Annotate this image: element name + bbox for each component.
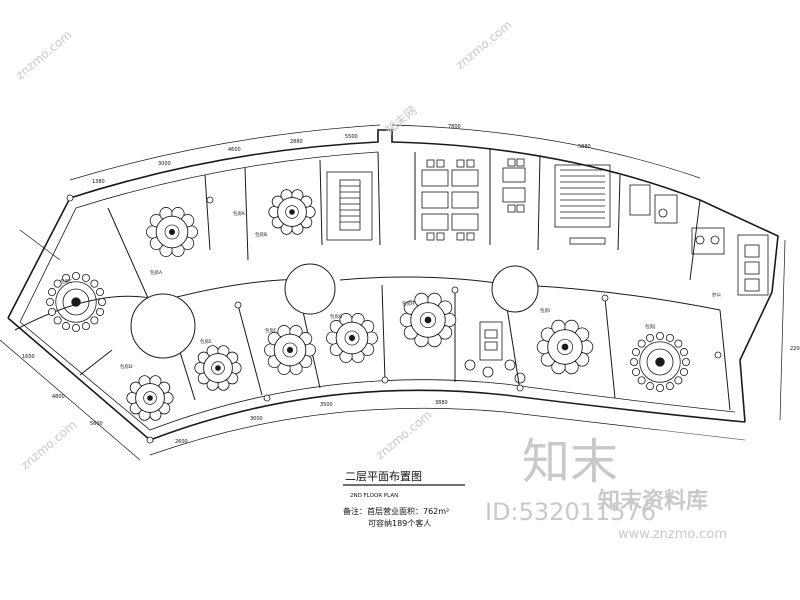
svg-text:知末网: 知末网 bbox=[383, 103, 420, 137]
svg-text:7800: 7800 bbox=[448, 124, 461, 130]
ring-tables bbox=[46, 271, 691, 392]
svg-text:3000: 3000 bbox=[250, 416, 263, 422]
column bbox=[601, 294, 609, 302]
banquet-tables bbox=[126, 189, 594, 421]
svg-text:3880: 3880 bbox=[435, 400, 448, 406]
watermark-id: ID:532011576 bbox=[485, 498, 656, 526]
interior-walls bbox=[14, 148, 731, 411]
dining-tables-4seat bbox=[421, 158, 526, 241]
atrium-circle bbox=[130, 293, 196, 359]
column bbox=[263, 394, 271, 402]
room-labels: 包房A 包房B 包房C 包房D 包房E 包房F 包房G 包房H 包房I 包房J … bbox=[60, 210, 721, 370]
banquet-table bbox=[264, 325, 316, 375]
svg-text:包房H: 包房H bbox=[402, 300, 414, 307]
svg-text:5500: 5500 bbox=[345, 134, 358, 140]
ring-table bbox=[46, 271, 107, 332]
watermark-logo-text: 知末 bbox=[522, 434, 618, 490]
building-outline bbox=[7, 129, 779, 441]
svg-text:2200: 2200 bbox=[790, 346, 800, 352]
svg-text:包房F: 包房F bbox=[265, 327, 277, 334]
svg-text:4800: 4800 bbox=[52, 394, 65, 400]
drawing-note-2: 可容纳189个客人 bbox=[368, 518, 431, 528]
service-counter bbox=[464, 321, 526, 384]
banquet-table bbox=[326, 313, 378, 363]
banquet-table bbox=[399, 292, 457, 348]
svg-text:包房I: 包房I bbox=[540, 307, 550, 314]
svg-text:包房E: 包房E bbox=[200, 338, 212, 345]
drawing-subtitle: 2ND FLOOR PLAN bbox=[350, 493, 398, 499]
banquet-table bbox=[146, 207, 198, 257]
drawing-note-1: 备注：首层营业面积：762m² bbox=[343, 506, 449, 516]
column bbox=[381, 376, 389, 384]
atrium-circle bbox=[284, 263, 336, 315]
svg-text:包房J: 包房J bbox=[645, 323, 655, 330]
drawing-title: 二层平面布置图 bbox=[345, 470, 422, 483]
atrium-circle bbox=[491, 265, 539, 313]
banquet-table bbox=[536, 319, 594, 375]
dimension-lines bbox=[0, 124, 786, 461]
watermark-brand-name: 知末资料库 bbox=[598, 488, 708, 514]
svg-text:5880: 5880 bbox=[578, 144, 591, 150]
column bbox=[66, 194, 74, 202]
svg-text:包房C: 包房C bbox=[60, 278, 72, 285]
svg-text:5600: 5600 bbox=[90, 421, 103, 427]
watermark-backdrop bbox=[470, 430, 800, 600]
stair-left bbox=[326, 171, 373, 241]
svg-text:znzmo.com: znzmo.com bbox=[453, 18, 514, 73]
dimension-text: 1380 3000 4600 2880 5500 7800 5880 1600 … bbox=[22, 124, 800, 445]
banquet-table bbox=[126, 375, 174, 421]
column bbox=[234, 301, 242, 309]
column bbox=[146, 436, 154, 444]
banquet-table bbox=[268, 189, 316, 235]
svg-text:2880: 2880 bbox=[290, 139, 303, 145]
svg-text:3500: 3500 bbox=[320, 402, 333, 408]
round-atriums bbox=[130, 263, 539, 359]
stair-right bbox=[554, 164, 611, 245]
svg-text:znzmo.com: znzmo.com bbox=[18, 418, 79, 473]
svg-text:1600: 1600 bbox=[22, 354, 35, 360]
column bbox=[714, 351, 722, 359]
svg-text:1380: 1380 bbox=[92, 179, 105, 185]
restroom-block bbox=[629, 184, 769, 296]
watermark-brand: 知末 知末资料库 ID:532011576 www.znzmo.com bbox=[470, 430, 800, 600]
ring-table bbox=[630, 331, 691, 392]
svg-text:2600: 2600 bbox=[175, 439, 188, 445]
svg-text:包房K: 包房K bbox=[233, 210, 246, 217]
title-block: 二层平面布置图 2ND FLOOR PLAN 备注：首层营业面积：762m² 可… bbox=[343, 470, 465, 528]
banquet-table bbox=[194, 345, 242, 391]
column bbox=[206, 196, 214, 204]
svg-text:办公: 办公 bbox=[712, 291, 721, 298]
svg-text:znzmo.com: znzmo.com bbox=[13, 28, 74, 83]
svg-text:znzmo.com: znzmo.com bbox=[373, 408, 434, 463]
watermark-url: www.znzmo.com bbox=[618, 527, 727, 542]
svg-text:4600: 4600 bbox=[228, 147, 241, 153]
svg-text:3000: 3000 bbox=[158, 161, 171, 167]
svg-text:包房A: 包房A bbox=[150, 269, 163, 276]
column bbox=[451, 286, 459, 294]
svg-text:包房D: 包房D bbox=[120, 363, 133, 370]
svg-text:包房B: 包房B bbox=[255, 231, 267, 238]
column bbox=[516, 384, 524, 392]
svg-text:包房G: 包房G bbox=[330, 313, 343, 320]
